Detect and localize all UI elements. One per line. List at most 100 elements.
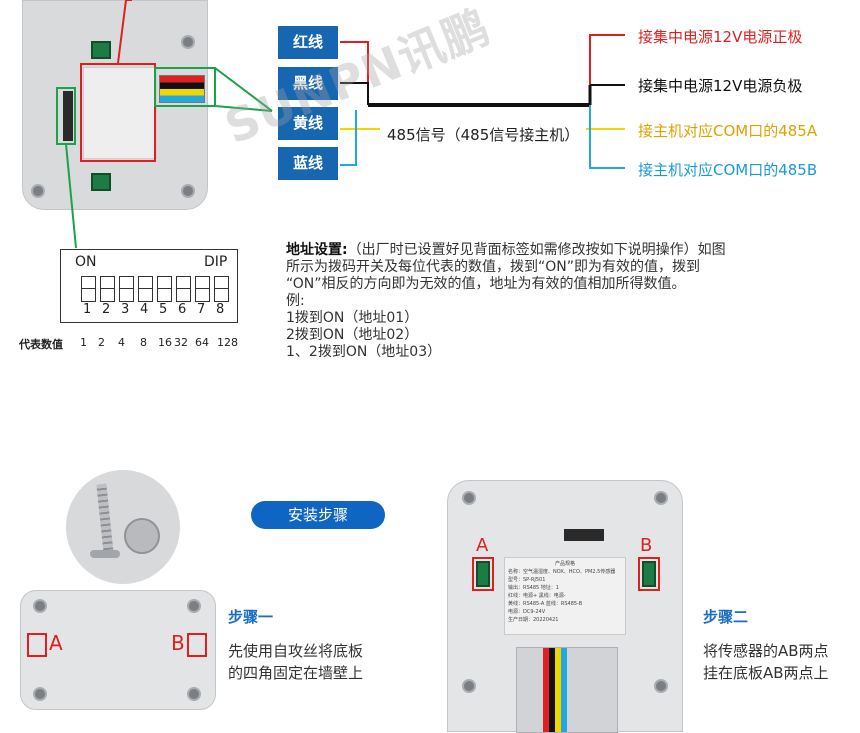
dip-on-label: ON [75,254,97,270]
dip-switch-6 [176,276,191,302]
step2-line2: 挂在底板AB两点上 [703,664,829,682]
dip-switch-1 [81,276,96,302]
sensor-back: A B 产品规格 名称：空气温湿度、NOX、HCO、PM2.5传感器 型号：SP… [447,480,683,733]
screw-head-top [124,518,160,554]
address-example-3: 1、2拨到ON（地址03） [286,344,442,360]
screw [187,599,201,613]
screw [181,35,195,49]
address-example: 例: [286,293,305,309]
base-point-b [187,633,207,657]
dip-switch-divider [101,288,114,289]
screw [33,599,47,613]
dip-switch-divider [120,288,133,289]
dip-switch-divider [158,288,171,289]
sensor-dip-switch [564,529,604,541]
device-label-sticker [83,67,157,159]
dip-value: 1 [80,336,87,349]
right-label-485a: 接主机对应COM口的485A [638,122,818,140]
wire-label-red: 红线 [278,26,338,59]
product-label-row: 红线：电源+ 黑线：电源- [508,593,566,599]
right-label-485b: 接主机对应COM口的485B [638,161,818,179]
address-line1: （出厂时已设置好见背面标签如需修改按如下说明操作）如图 [347,242,726,258]
screw [33,687,47,701]
screw [462,491,476,505]
sensor-point-b-box [638,557,660,591]
screw-photo [66,470,180,584]
address-paragraph: 地址设置:（出厂时已设置好见背面标签如需修改按如下说明操作）如图 所示为拨码开关… [286,242,846,361]
sensor-point-a [476,561,490,587]
screw [462,679,476,693]
dip-switch-divider [139,288,152,289]
product-label-row: 生产日期：20220421 [508,617,559,623]
dip-value: 8 [140,336,147,349]
dip-number: 6 [178,302,187,317]
dip-switch-7 [195,276,210,302]
label-highlight-box [80,63,156,162]
install-steps-button[interactable]: 安装步骤 [251,501,385,529]
screw-head [90,550,120,558]
dip-value: 16 [158,336,172,349]
address-line3: “ON”相反的方向即为无效的值，地址为有效的值相加所得数值。 [286,276,686,292]
dip-value: 2 [98,336,105,349]
address-example-2: 2拨到ON（地址02） [286,327,419,343]
product-label-row: 名称：空气温湿度、NOX、HCO、PM2.5传感器 [508,569,616,575]
signal-label: 485信号（485信号接主机） [385,124,582,145]
product-label-row: 黄线：RS485-A 蓝线：RS485-B [508,601,583,607]
dip-value: 64 [195,336,209,349]
step1-line2: 的四角固定在墙壁上 [228,664,364,682]
step2-title: 步骤二 [703,608,749,626]
mount-slot [91,41,111,59]
address-line2: 所示为拨码开关及每位代表的数值，拨到“ON”即为有效的值，拨到 [286,259,700,275]
dip-value: 4 [118,336,125,349]
dip-values-caption: 代表数值 [19,338,63,351]
dip-switch-8 [214,276,229,302]
dip-switch-divider [82,288,95,289]
screw [654,679,668,693]
right-label-positive: 接集中电源12V电源正极 [638,28,803,46]
screw-shaft [96,483,114,555]
sensor-cable [543,648,567,732]
dip-number: 1 [83,302,92,317]
mount-slot [91,173,111,191]
dip-switch-small [63,91,73,131]
base-point-a [27,633,47,657]
dip-number: 8 [216,302,225,317]
wire-connector [159,75,205,103]
right-label-negative: 接集中电源12V电源负极 [638,77,803,95]
dip-number: 3 [121,302,130,317]
dip-switch-5 [157,276,172,302]
sensor-label-b: B [640,535,653,556]
dip-switch-3 [119,276,134,302]
sensor-product-label: 产品规格 名称：空气温湿度、NOX、HCO、PM2.5传感器 型号：SP-RJ5… [504,557,626,635]
screw [654,491,668,505]
screw [31,184,45,198]
wire-label-yellow: 黄线 [278,107,338,140]
wire-label-black: 黑线 [278,67,338,100]
dip-switch-divider [196,288,209,289]
address-example-1: 1拨到ON（地址01） [286,310,419,326]
dip-number: 7 [197,302,206,317]
dip-switch-4 [138,276,153,302]
sensor-point-b [642,561,656,587]
dip-number: 5 [159,302,168,317]
base-plate: A B [20,590,216,710]
sensor-label-a: A [476,535,489,556]
dip-switch-divider [215,288,228,289]
product-label-row: 输出：RS485 地址：1 [508,585,559,591]
base-label-b: B [171,631,185,655]
step2-line1: 将传感器的AB两点 [703,642,829,660]
dip-value: 32 [174,336,188,349]
dip-switch-2 [100,276,115,302]
sensor-cable-port [516,647,618,733]
step1-title: 步骤一 [228,608,274,626]
dip-number: 2 [102,302,111,317]
sensor-point-a-box [472,557,494,591]
step1-line1: 先使用自攻丝将底板 [228,642,364,660]
screw [187,687,201,701]
product-label-title: 产品规格 [554,561,575,567]
address-title: 地址设置: [286,242,348,258]
dip-value: 128 [217,336,238,349]
base-label-a: A [49,631,63,655]
dip-number: 4 [140,302,149,317]
